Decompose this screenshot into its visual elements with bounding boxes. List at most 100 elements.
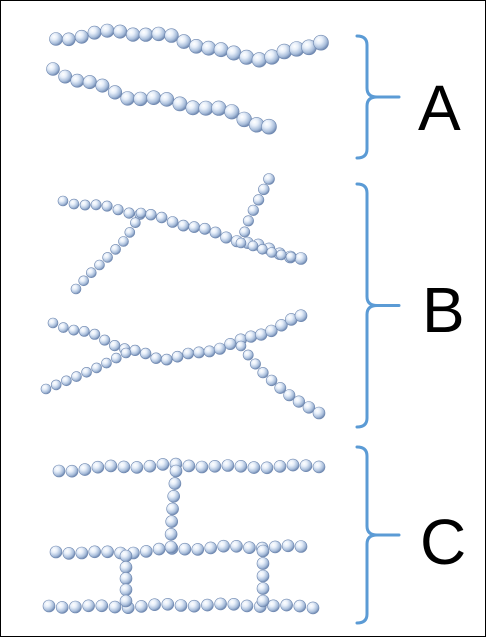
chain-bead (101, 545, 114, 559)
chain-bead (107, 85, 123, 100)
chain-bead (91, 460, 105, 474)
group-brackets (355, 34, 401, 625)
chain-bead (68, 198, 80, 210)
chain-bead (221, 459, 235, 472)
chain-bead (57, 195, 69, 207)
chain-bead (235, 340, 247, 352)
chain-bead (58, 69, 73, 84)
chain-bead (258, 183, 270, 196)
chain-bead (193, 346, 205, 359)
chain-bead (49, 32, 63, 46)
chain-bead (182, 459, 196, 473)
chain-bead (119, 594, 133, 608)
chain-bead (213, 342, 226, 355)
chain-bead (182, 347, 194, 360)
chain-bead (120, 347, 132, 359)
chain-bead (268, 540, 282, 554)
chain-bead (130, 461, 144, 474)
chain-bead (117, 460, 131, 474)
chain-bead (249, 358, 261, 370)
chain-bead (55, 601, 69, 614)
chain-bead (133, 91, 148, 107)
chain-bead (160, 353, 173, 366)
chain-bead (110, 244, 121, 255)
chain-bead (61, 375, 72, 387)
chain-bead (312, 406, 326, 420)
chain-bead (294, 252, 308, 265)
chain-bead (172, 96, 188, 112)
chain-bead (62, 32, 76, 47)
chain-bead (239, 49, 255, 65)
chain-beads (40, 23, 329, 615)
chain-bead (312, 460, 326, 474)
chain-bead (209, 226, 222, 239)
chain-bead (224, 104, 240, 120)
group-label-b: B (422, 274, 465, 346)
chain-bead (214, 597, 227, 611)
chain-bead (275, 249, 287, 261)
chain-bead (240, 599, 254, 613)
bracket (355, 34, 401, 160)
chain-bead (247, 461, 261, 474)
chain-bead (198, 222, 211, 235)
chain-bead (191, 543, 205, 556)
chain-bead (113, 24, 128, 39)
chain-bead (188, 221, 200, 233)
chain-bead (94, 259, 105, 271)
chain-bead (257, 367, 269, 379)
chain-bead (82, 599, 95, 613)
chain-bead (159, 92, 175, 107)
chain-bead (261, 118, 277, 135)
chain-bead (235, 237, 247, 249)
chain-bead (42, 599, 56, 613)
chain-bead (78, 325, 90, 337)
chain-bead (260, 461, 274, 475)
chain-bead (203, 345, 216, 358)
chain-bead (151, 26, 166, 42)
chain-bead (166, 216, 179, 228)
chain-bead (251, 52, 267, 68)
chain-bead (129, 344, 141, 357)
chain-bead (79, 199, 91, 211)
chain-bead (70, 73, 85, 88)
chain-bead (294, 309, 308, 323)
chain-bead (46, 62, 60, 76)
chain-bead (101, 357, 112, 369)
chain-bead (189, 38, 204, 54)
chain-bead (178, 542, 192, 556)
chain-bead (201, 598, 214, 612)
chain-bead (101, 200, 113, 212)
chain-bead (211, 100, 227, 116)
chain-bead (169, 464, 183, 478)
chain-bead (286, 458, 300, 472)
chain-bead (313, 34, 329, 51)
chain-bead (253, 194, 265, 206)
chain-bead (242, 215, 254, 227)
chain-bead (256, 594, 270, 608)
chain-bead (224, 337, 237, 350)
chain-bead (120, 91, 135, 106)
chain-bead (152, 542, 166, 556)
chain-bead (230, 539, 243, 553)
chain-bead (177, 219, 190, 232)
chain-bead (68, 324, 80, 336)
chain-bead (220, 231, 233, 244)
chain-bead (148, 598, 161, 612)
chain-bead (201, 40, 217, 56)
chain-bead (208, 459, 222, 473)
chain-bead (306, 601, 320, 615)
chain-bead (78, 463, 92, 476)
chain-bead (119, 549, 133, 563)
chain-bead (112, 204, 124, 216)
chain-bead (150, 352, 162, 364)
chain-bead (47, 317, 59, 329)
chain-bead (88, 545, 101, 559)
chain-bead (75, 546, 89, 560)
chain-bead (280, 598, 293, 612)
chain-bead (119, 560, 133, 574)
chain-bead (111, 352, 122, 364)
chain-bead (139, 347, 152, 360)
chain-bead (213, 42, 229, 58)
